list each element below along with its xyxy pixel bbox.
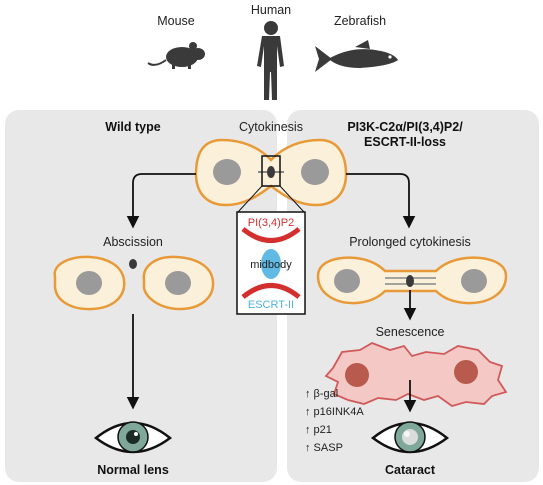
center-cytokinesis-label: Cytokinesis xyxy=(239,120,303,134)
zebrafish-icon xyxy=(315,40,398,72)
normal-lens-label: Normal lens xyxy=(97,463,169,477)
cataract-eye-icon xyxy=(370,421,450,454)
marker-sasp: ↑ SASP xyxy=(305,442,343,454)
prolonged-cytokinesis-label: Prolonged cytokinesis xyxy=(349,235,471,249)
arrow-to-abscission xyxy=(126,173,196,229)
zoom-line-right xyxy=(279,185,305,213)
senescent-cells xyxy=(324,342,508,407)
left-panel xyxy=(5,110,277,482)
human-label: Human xyxy=(251,3,291,17)
abscission-label: Abscission xyxy=(103,235,163,249)
inset-escrt-label: ESCRT-II xyxy=(248,299,294,311)
inset-pi34p2-label: PI(3,4)P2 xyxy=(248,217,294,229)
marker-p16ink4a: ↑ p16INK4A xyxy=(305,406,364,418)
arrow-to-prolonged xyxy=(346,173,416,229)
dividing-cell xyxy=(194,138,348,207)
inset-midbody-label: midbody xyxy=(250,259,292,271)
marker-beta-gal: ↑ β-gal xyxy=(305,388,338,400)
right-panel-title-line1: PI3K-C2α/PI(3,4)P2/ xyxy=(347,120,463,134)
daughter-cells xyxy=(53,255,215,311)
zoom-line-left xyxy=(237,185,263,213)
midbody-inset xyxy=(236,211,306,315)
mouse-icon xyxy=(147,42,205,69)
left-panel-title: Wild type xyxy=(105,120,160,134)
human-icon xyxy=(257,21,284,100)
zebrafish-label: Zebrafish xyxy=(334,14,386,28)
bridged-cells xyxy=(316,256,508,305)
senescence-label: Senescence xyxy=(376,325,445,339)
right-panel-title-line2: ESCRT-II-loss xyxy=(364,135,446,149)
normal-eye-icon xyxy=(93,421,173,454)
mouse-label: Mouse xyxy=(157,14,195,28)
cataract-label: Cataract xyxy=(385,463,436,477)
marker-p21: ↑ p21 xyxy=(305,424,332,436)
